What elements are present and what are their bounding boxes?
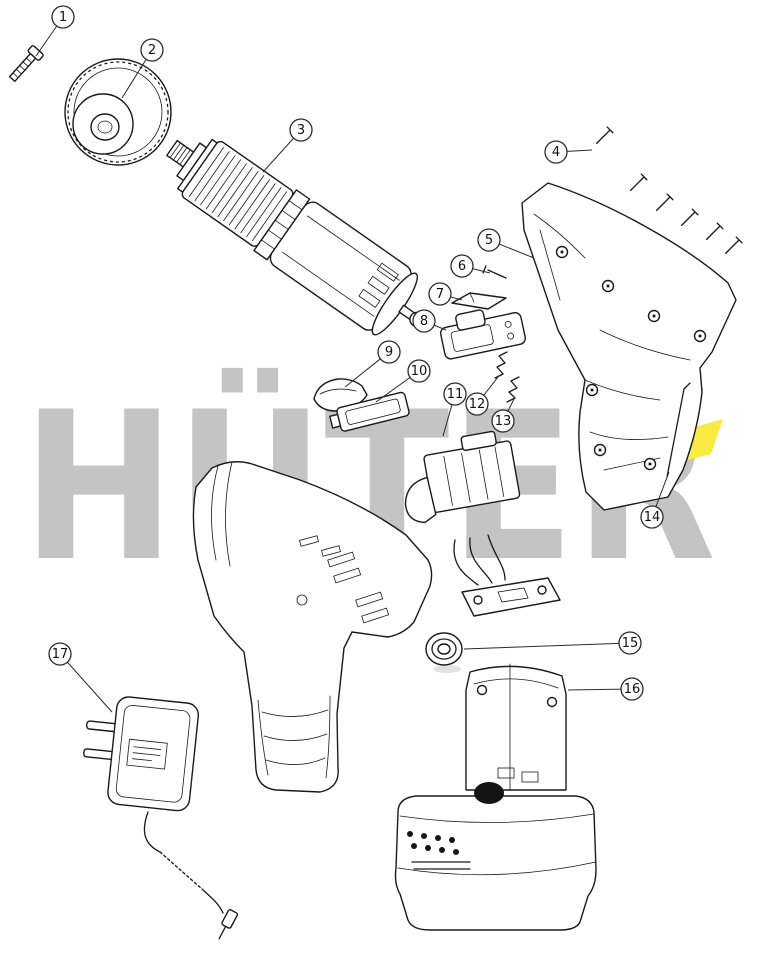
battery-release-button [474, 782, 504, 804]
callout-number: 14 [644, 510, 661, 525]
callout-number: 10 [411, 364, 428, 379]
vent-slits [299, 535, 390, 624]
callout-leader-line [463, 642, 631, 650]
callout-number: 12 [469, 397, 486, 412]
charger-prong [83, 748, 115, 761]
callout-1: 1 [35, 5, 75, 57]
callout-circle [544, 140, 568, 164]
callout-circle [465, 392, 489, 416]
callout-number: 3 [297, 123, 305, 138]
callout-circle [377, 340, 401, 364]
callout-number: 8 [420, 314, 428, 329]
wire [453, 539, 479, 586]
callout-11: 11 [442, 382, 467, 437]
charger-cable [201, 888, 224, 914]
charger-prong [85, 720, 118, 733]
housing-screws [595, 126, 743, 255]
callout-number: 2 [148, 43, 156, 58]
trigger-switch-assembly [404, 430, 561, 617]
callout-leader-line [59, 653, 113, 713]
callout-number: 5 [485, 233, 493, 248]
grip-dots [407, 831, 459, 855]
spring-small [494, 351, 508, 379]
callout-6: 6 [450, 254, 491, 278]
callout-5: 5 [477, 228, 535, 259]
callout-circle [443, 382, 467, 406]
cable-plug-tip [218, 909, 239, 940]
callout-number: 9 [385, 345, 393, 360]
callout-12: 12 [465, 376, 499, 416]
callout-3: 3 [262, 118, 313, 173]
callout-number: 17 [52, 647, 69, 662]
terminal-plate [461, 577, 561, 617]
callout-13: 13 [491, 398, 515, 433]
cable-coil [159, 851, 203, 890]
callout-number: 15 [622, 636, 639, 651]
callout-number: 6 [458, 259, 466, 274]
callout-circle [412, 309, 436, 333]
callout-circle [491, 409, 515, 433]
callout-circle [48, 642, 72, 666]
gearbox-motor-assembly [166, 138, 425, 336]
callout-circle [289, 118, 313, 142]
callout-7: 7 [428, 282, 463, 306]
callout-17: 17 [48, 642, 113, 713]
callout-8: 8 [412, 309, 447, 333]
callout-circle [51, 5, 75, 29]
wire [469, 537, 493, 584]
callout-circle [618, 631, 642, 655]
shift-lever [451, 292, 507, 310]
callout-14: 14 [640, 471, 670, 529]
callout-10: 10 [375, 359, 431, 403]
drill-body [192, 461, 433, 793]
callout-16: 16 [567, 677, 644, 701]
callout-circle [407, 359, 431, 383]
callout-circle [450, 254, 474, 278]
cap-cover [313, 378, 368, 412]
callout-circle [140, 38, 164, 62]
wire [487, 534, 506, 581]
screw-bosses [555, 245, 707, 471]
battery-pack [394, 663, 597, 931]
callout-2: 2 [121, 38, 164, 99]
callout-circle [428, 282, 452, 306]
spring-large [506, 376, 520, 403]
callout-number: 1 [59, 10, 67, 25]
housing-half [521, 182, 737, 511]
chuck-screw [8, 45, 44, 83]
depth-rod [666, 382, 691, 478]
callout-number: 13 [495, 414, 512, 429]
grommet-ring [425, 632, 463, 673]
slide-plate [439, 309, 526, 360]
charger-cable [143, 811, 161, 853]
callout-number: 7 [436, 287, 444, 302]
callout-number: 11 [447, 387, 464, 402]
callout-number: 16 [624, 682, 641, 697]
callout-15: 15 [463, 631, 642, 655]
callout-number: 4 [552, 145, 560, 160]
callout-9: 9 [344, 340, 401, 388]
callout-4: 4 [544, 140, 593, 164]
callout-circle [640, 505, 664, 529]
callout-circle [620, 677, 644, 701]
battery-charger [83, 696, 239, 940]
drill-chuck [64, 58, 172, 166]
latch-plate [329, 391, 410, 432]
callout-circle [477, 228, 501, 252]
